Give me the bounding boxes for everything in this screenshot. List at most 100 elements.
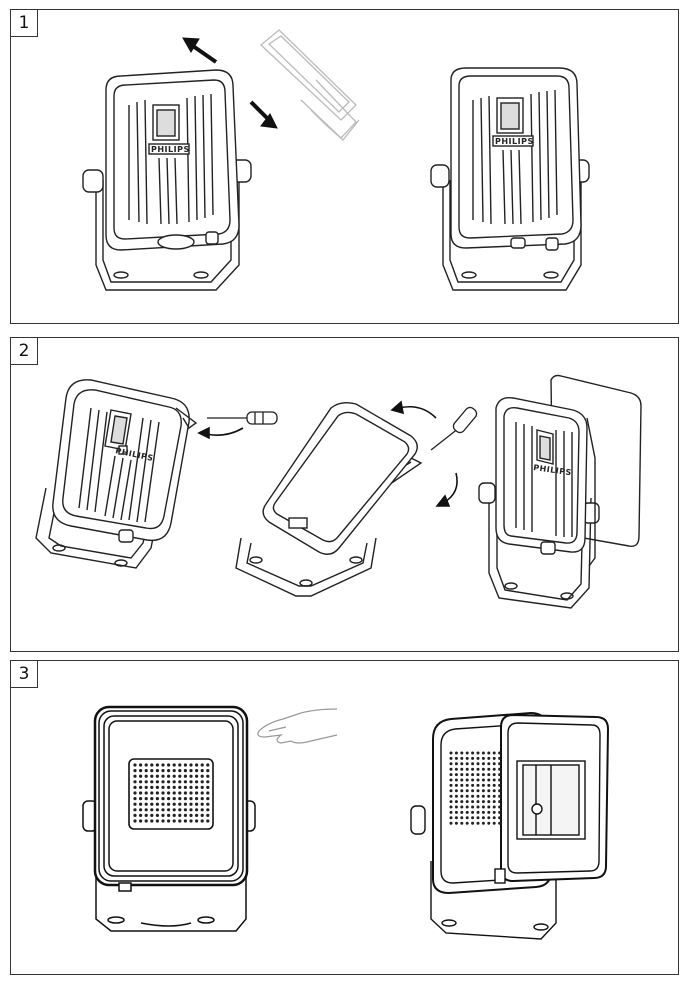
- led-dot: [178, 813, 182, 817]
- led-dot: [139, 763, 143, 767]
- led-dot: [144, 819, 148, 823]
- led-dot: [167, 797, 171, 801]
- led-dot: [200, 769, 204, 773]
- led-dot: [481, 778, 485, 782]
- led-dot: [150, 797, 154, 801]
- led-dot: [471, 821, 475, 825]
- led-dot: [195, 769, 199, 773]
- led-dot: [454, 794, 458, 798]
- led-dot: [454, 805, 458, 809]
- led-dot: [487, 810, 491, 814]
- led-dot: [449, 751, 453, 755]
- led-dot: [133, 769, 137, 773]
- led-dot: [189, 785, 193, 789]
- led-dot: [498, 767, 502, 771]
- led-dot: [476, 805, 480, 809]
- led-dot: [487, 783, 491, 787]
- led-dot: [195, 785, 199, 789]
- led-dot: [178, 785, 182, 789]
- led-dot: [460, 767, 464, 771]
- led-dot: [449, 810, 453, 814]
- led-dot: [183, 763, 187, 767]
- led-dot: [144, 791, 148, 795]
- led-dot: [481, 821, 485, 825]
- floodlight-cover-removed-right: [478, 374, 642, 609]
- led-dot: [133, 791, 137, 795]
- led-dot: [487, 805, 491, 809]
- led-dot: [161, 763, 165, 767]
- led-dot: [133, 780, 137, 784]
- led-dot: [161, 791, 165, 795]
- led-dot: [189, 769, 193, 773]
- led-dot: [167, 802, 171, 806]
- led-dot: [454, 773, 458, 777]
- led-dot: [476, 783, 480, 787]
- led-dot: [161, 819, 165, 823]
- led-dot: [460, 762, 464, 766]
- movement-arrow-icon: [390, 400, 458, 507]
- pointing-hand-icon: [257, 708, 338, 744]
- led-dot: [498, 773, 502, 777]
- led-dot: [206, 802, 210, 806]
- led-dot: [454, 800, 458, 804]
- led-dot: [189, 797, 193, 801]
- step-1-panel: 1: [10, 9, 679, 324]
- led-dot: [492, 821, 496, 825]
- led-dot: [471, 756, 475, 760]
- led-dot: [471, 800, 475, 804]
- led-dot: [492, 773, 496, 777]
- led-dot: [460, 805, 464, 809]
- led-dot: [161, 785, 165, 789]
- led-dot: [150, 769, 154, 773]
- led-dot: [471, 805, 475, 809]
- led-dot: [471, 789, 475, 793]
- led-dot: [460, 821, 464, 825]
- led-dot: [178, 797, 182, 801]
- led-dot: [481, 783, 485, 787]
- led-dot: [133, 808, 137, 812]
- led-dot: [189, 774, 193, 778]
- led-dot: [133, 797, 137, 801]
- led-dot: [449, 762, 453, 766]
- led-dot: [150, 774, 154, 778]
- led-dot: [178, 763, 182, 767]
- led-dot: [133, 802, 137, 806]
- led-dot: [449, 778, 453, 782]
- step-2-illustration: PHILIPS: [35, 374, 642, 609]
- led-dot: [161, 797, 165, 801]
- led-dot: [476, 821, 480, 825]
- led-dot: [195, 813, 199, 817]
- led-dot: [155, 791, 159, 795]
- led-dot: [460, 800, 464, 804]
- led-dot: [476, 773, 480, 777]
- led-dot: [139, 791, 143, 795]
- led-dot: [144, 763, 148, 767]
- led-dot: [139, 769, 143, 773]
- led-dot: [465, 816, 469, 820]
- led-dot: [139, 802, 143, 806]
- led-dot: [454, 810, 458, 814]
- led-dot: [476, 794, 480, 798]
- led-dot: [144, 808, 148, 812]
- floodlight-right: [430, 67, 590, 291]
- led-dot: [498, 816, 502, 820]
- led-dot: [195, 763, 199, 767]
- led-dot: [155, 797, 159, 801]
- led-dot: [155, 808, 159, 812]
- led-dot: [454, 767, 458, 771]
- led-dot: [150, 780, 154, 784]
- led-dot: [200, 791, 204, 795]
- led-dot: [133, 774, 137, 778]
- led-dot: [454, 789, 458, 793]
- led-dot: [465, 751, 469, 755]
- led-dot: [498, 805, 502, 809]
- led-dot: [492, 751, 496, 755]
- led-dot: [465, 767, 469, 771]
- led-dot: [189, 813, 193, 817]
- led-dot: [144, 769, 148, 773]
- led-dot: [465, 756, 469, 760]
- led-dot: [498, 800, 502, 804]
- screwdriver-icon: [207, 411, 278, 425]
- led-dot: [183, 774, 187, 778]
- led-dot: [476, 800, 480, 804]
